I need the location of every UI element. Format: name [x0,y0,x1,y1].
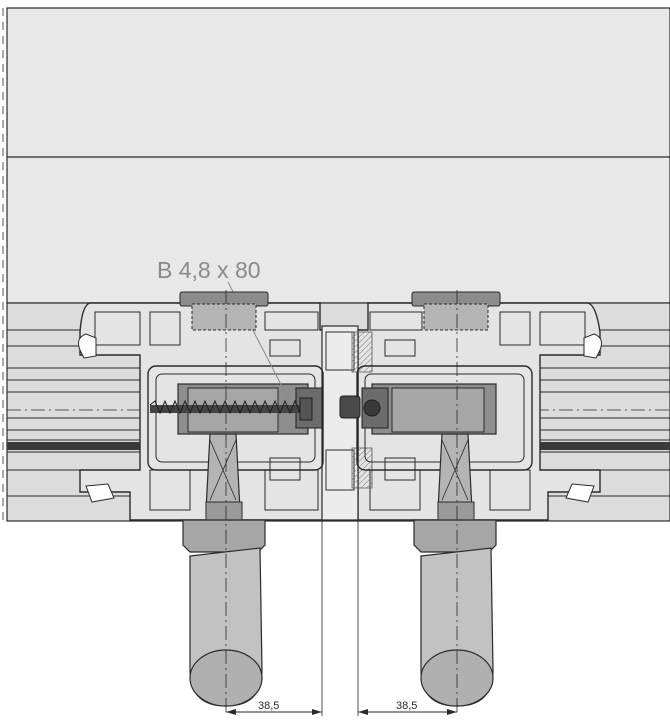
screw-label: B 4,8 x 80 [157,257,261,283]
screw [149,397,313,421]
dimension-right-label: 38,5 [396,700,417,712]
right-outer-gasket-bottom [565,483,595,503]
dimension-right [358,709,457,715]
right-outer-gasket-top [583,333,602,359]
glass-pane [6,7,670,304]
dimension-left [226,709,322,715]
left-outer-gasket-top [78,333,97,359]
left-outer-gasket-bottom [85,483,115,503]
dimension-left-label: 38,5 [258,700,279,712]
